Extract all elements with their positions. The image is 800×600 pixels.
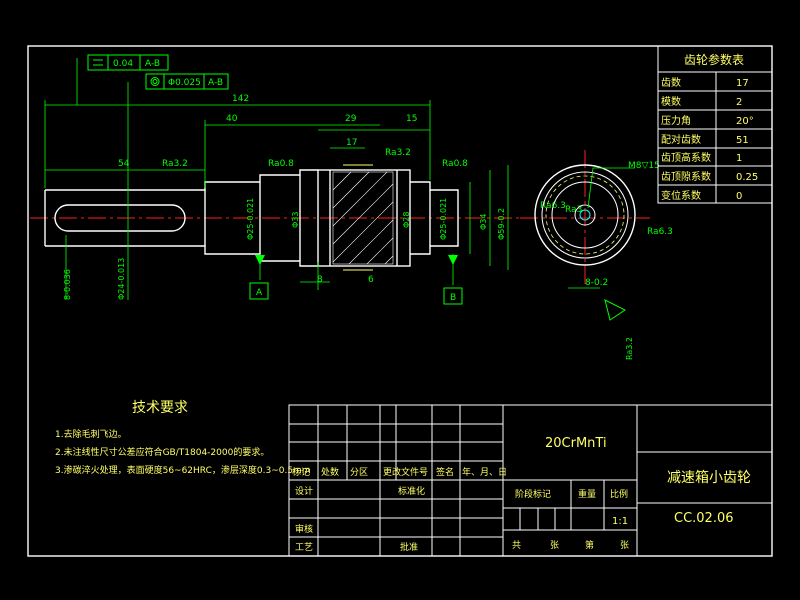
param-value-6: 0 [736,191,742,202]
tb-material: 20CrMnTi [545,436,607,451]
tb-zone: 分区 [350,467,368,478]
dim-total-length: 142 [232,94,249,104]
tb-sign: 签名 [436,466,454,478]
dim-dia-34: Φ34 [479,214,488,230]
tb-date: 年、月、日 [462,466,507,478]
param-label-2: 压力角 [661,114,691,127]
rough-2: Ra0.8 [268,159,294,169]
tb-approve: 批准 [400,541,418,553]
dim-dia-left: Φ24-0.013 [117,258,126,300]
tb-weight: 重量 [578,488,596,500]
dim-6: 6 [368,275,374,285]
rough-1: Ra3.2 [162,159,188,169]
rough-7: Ra3.2 [625,337,634,360]
param-label-6: 变位系数 [661,189,701,202]
datum-a: A [256,288,263,298]
tb-drawing-no: CC.02.06 [674,511,734,526]
tb-process: 工艺 [295,542,313,553]
tech-item-1: 2.未注线性尺寸公差应符合GB/T1804-2000的要求。 [55,446,269,458]
tb-total: 共 [512,540,521,551]
param-label-4: 齿顶高系数 [661,151,711,164]
dim-29: 29 [345,114,357,124]
runout-value: Φ0.025 [168,78,201,88]
tb-review: 审核 [295,523,313,535]
param-label-1: 模数 [661,95,681,108]
datum-b: B [450,293,456,303]
flatness-value: 0.04 [113,59,133,69]
dim-dia-a: Φ25-0.021 [246,198,255,240]
dim-17: 17 [346,138,357,148]
dim-8: 8 [317,275,323,285]
runout-frame [145,73,229,90]
dim-dia-33: Φ33 [291,212,300,228]
dim-40: 40 [226,114,238,124]
side-view [520,150,650,321]
tb-ratio: 比例 [610,488,628,500]
tech-item-0: 1.去除毛刺飞边。 [55,428,127,440]
dim-left-small: 8-0.036 [63,269,72,300]
tb-design: 设计 [295,485,313,497]
thread-label: M8▽15 [628,161,660,171]
rough-4: Ra0.8 [442,159,468,169]
tech-title: 技术要求 [132,400,188,416]
param-value-3: 51 [736,135,749,146]
param-value-5: 0.25 [736,172,758,183]
tb-sheet2: 张 [620,540,629,551]
dim-15: 15 [406,114,417,124]
tech-item-2: 3.渗碳淬火处理，表面硬度56~62HRC，渗层深度0.3~0.5mm [55,464,311,476]
front-view: 0.04 A-B Φ0.025 A-B 142 40 29 15 17 54 8… [30,54,673,360]
tb-part-name: 减速箱小齿轮 [667,470,751,486]
title-block [288,404,773,557]
tb-standard: 标准化 [398,485,425,497]
dim-dia-28a: Φ28 [402,212,411,228]
param-value-1: 2 [736,97,742,108]
key-depth-label: 8-0.2 [585,278,608,288]
tb-scale: 1:1 [612,516,628,527]
tech-requirements: 技术要求 1.去除毛刺飞边。 2.未注线性尺寸公差应符合GB/T1804-200… [55,400,311,476]
rough-8: Ra3 [565,205,582,215]
runout-datum: A-B [208,78,223,88]
tb-stage-mark: 阶段标记 [515,488,551,500]
dim-dia-b: Φ25-0.021 [439,198,448,240]
dim-dia-outer: Φ59-0.2 [497,208,506,240]
param-label-3: 配对齿数 [661,133,701,146]
rough-6: Ra6.3 [647,227,673,237]
param-label-0: 齿数 [661,76,681,89]
flatness-frame [87,54,169,71]
params-table [657,45,773,204]
dim-54: 54 [118,159,130,169]
param-label-5: 齿顶隙系数 [661,170,711,183]
tb-page: 第 [585,539,594,551]
param-value-0: 17 [736,78,749,89]
param-value-4: 1 [736,153,742,164]
tb-mark: 标记 [292,466,310,478]
tb-change: 更改文件号 [383,466,428,478]
flatness-datum: A-B [145,59,160,69]
params-table-title: 齿轮参数表 [684,52,744,67]
tb-count: 处数 [321,466,339,478]
tb-sheets: 张 [550,540,559,551]
rough-3: Ra3.2 [385,148,411,158]
param-value-2: 20° [736,116,754,127]
gear-hatch [332,171,394,265]
